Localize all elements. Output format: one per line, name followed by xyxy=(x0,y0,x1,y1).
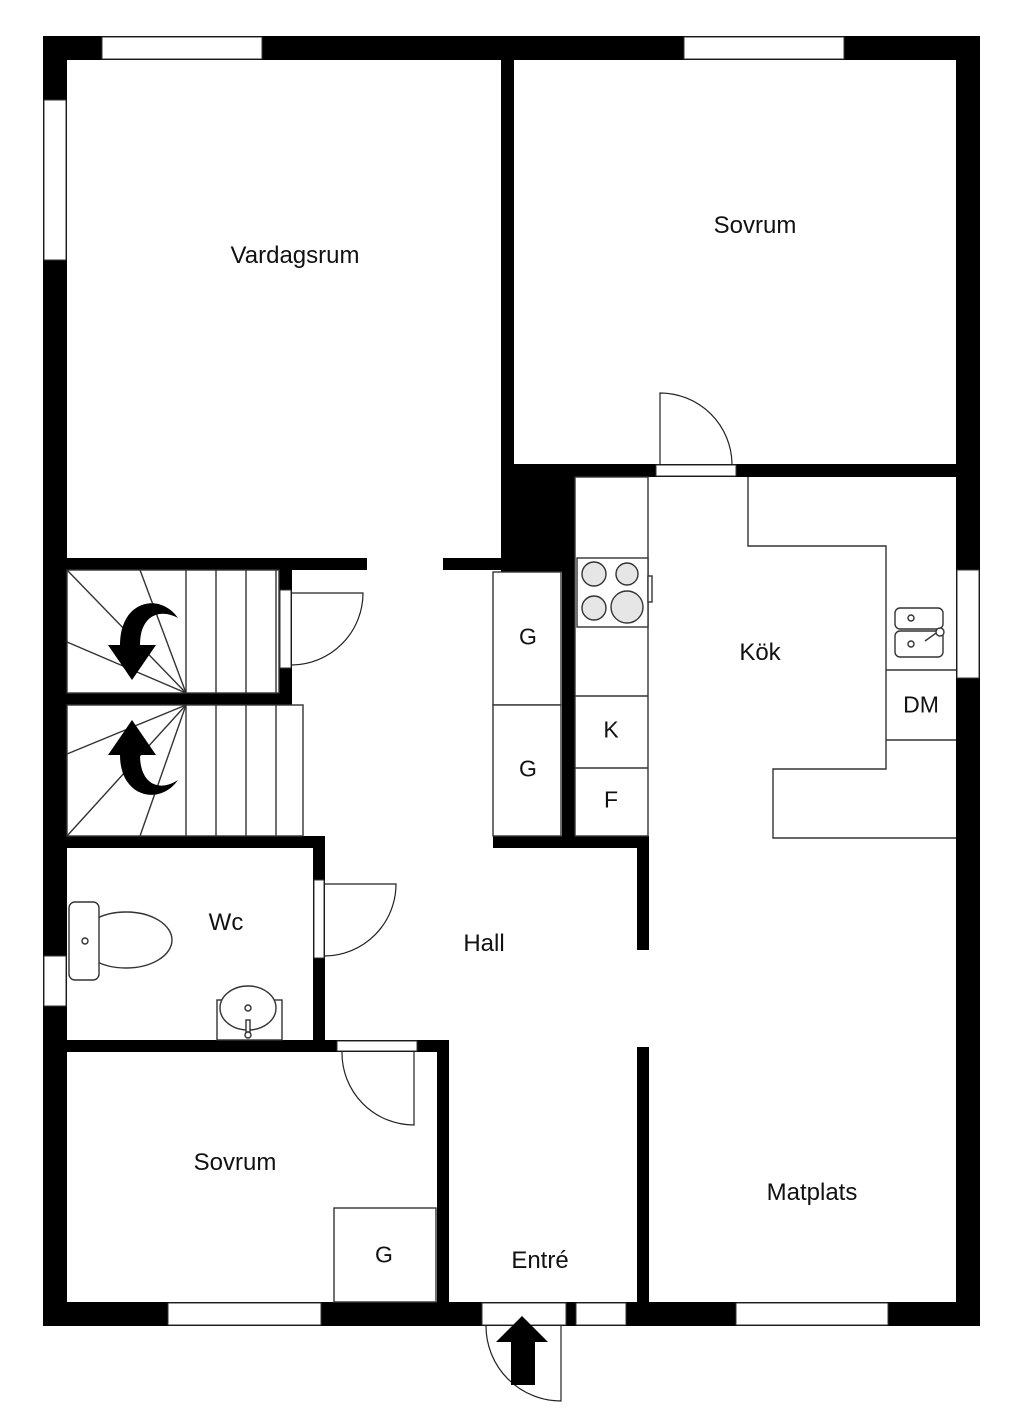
stairs xyxy=(66,569,304,837)
door-frames xyxy=(279,464,737,1326)
hall-closets xyxy=(492,571,562,837)
door-sovrum-top xyxy=(659,392,733,465)
fixture-label-closet-1: G xyxy=(519,623,537,650)
kitchen-counter-right xyxy=(747,477,956,839)
door-sovrum-bottom xyxy=(341,1051,415,1126)
stove-icon xyxy=(576,557,653,628)
room-label-vardagsrum: Vardagsrum xyxy=(230,242,360,269)
toilet-icon xyxy=(68,901,173,981)
windows xyxy=(43,36,980,1326)
washbasin-icon xyxy=(216,985,283,1041)
room-label-kok: Kök xyxy=(739,639,781,666)
entrance-arrow-icon xyxy=(496,1316,548,1385)
room-label-matplats: Matplats xyxy=(766,1179,858,1206)
door-stair-closet xyxy=(291,592,364,666)
door-wc xyxy=(324,883,397,957)
room-label-sovrum-bottom: Sovrum xyxy=(193,1149,277,1176)
kitchen-counter-left xyxy=(574,476,653,837)
sovrum-closet xyxy=(333,1207,437,1303)
room-label-entre: Entré xyxy=(511,1247,569,1274)
fixture-label-closet-2: G xyxy=(519,755,537,782)
fixture-label-dishwasher: DM xyxy=(903,691,939,718)
room-label-wc: Wc xyxy=(208,909,244,936)
room-label-hall: Hall xyxy=(463,930,505,957)
stair-arrow-down-icon xyxy=(108,603,178,680)
stair-arrow-up-icon xyxy=(108,720,178,795)
fixture-label-freezer: F xyxy=(603,786,619,813)
sink-icon xyxy=(894,607,945,658)
door-swings xyxy=(291,392,733,1402)
room-label-sovrum-top: Sovrum xyxy=(713,212,797,239)
fixture-label-fridge: K xyxy=(603,716,619,743)
fixture-label-closet-sovrum: G xyxy=(375,1241,393,1268)
door-entrance xyxy=(485,1325,562,1402)
